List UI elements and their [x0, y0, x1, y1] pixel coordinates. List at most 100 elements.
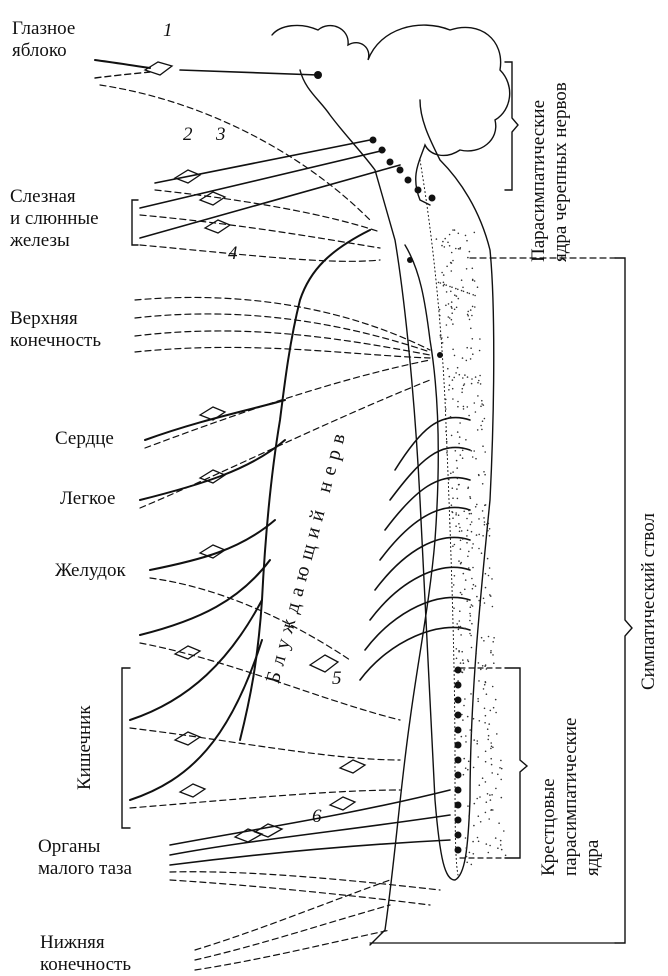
brain-outline	[272, 25, 510, 205]
sacral-nucleus-dot-2	[455, 682, 462, 689]
stipple-dot	[463, 406, 465, 408]
stipple-dot	[482, 445, 484, 447]
stipple-dot	[471, 578, 473, 580]
stipple-dot	[499, 767, 501, 769]
label-cranial-line-1: Парасимпатические	[528, 82, 550, 262]
stipple-dot	[503, 830, 505, 832]
stipple-dot	[473, 584, 475, 586]
label-glands-line-3: железы	[10, 230, 99, 252]
stipple-dot	[456, 295, 458, 297]
stipple-dot	[500, 840, 502, 842]
stipple-dot	[467, 659, 469, 661]
stipple-dot	[465, 735, 467, 737]
trunk-node-2	[437, 352, 443, 358]
stipple-dot	[484, 521, 486, 523]
sacral-nucleus-dot-6	[455, 742, 462, 749]
stipple-dot	[495, 712, 497, 714]
stipple-dot	[501, 797, 503, 799]
stipple-dot	[470, 358, 472, 360]
label-stomach: Желудок	[55, 560, 126, 582]
stipple-dot	[463, 408, 465, 410]
sacral-nucleus-dot-1	[455, 667, 462, 674]
stipple-dot	[500, 844, 502, 846]
sacral-nucleus-dot-10	[455, 802, 462, 809]
stipple-dot	[463, 758, 465, 760]
stipple-dot	[474, 232, 476, 234]
lower-limb-nerve-2	[195, 905, 390, 960]
stipple-dot	[441, 272, 443, 274]
stipple-dot	[449, 245, 451, 247]
eye-nerve-line	[95, 60, 150, 68]
stipple-dot	[484, 722, 486, 724]
stipple-dot	[465, 741, 467, 743]
stipple-dot	[462, 357, 464, 359]
stipple-dot	[458, 523, 460, 525]
stipple-dot	[471, 732, 473, 734]
stipple-dot	[467, 311, 469, 313]
stipple-dot	[478, 518, 480, 520]
stipple-dot	[485, 504, 487, 506]
stipple-dot	[484, 418, 486, 420]
stipple-dot	[480, 425, 482, 427]
label-glands-line-2: и слюнные	[10, 208, 99, 230]
stipple-dot	[476, 798, 478, 800]
stipple-dot	[481, 637, 483, 639]
stipple-dot	[458, 233, 460, 235]
stipple-dot	[485, 751, 487, 753]
stipple-dot	[497, 847, 499, 849]
stipple-dot	[449, 286, 451, 288]
stipple-dot	[452, 517, 454, 519]
pelvic-nerve-2	[170, 815, 450, 855]
stipple-dot	[446, 324, 448, 326]
sacral-nucleus-dot-9	[455, 787, 462, 794]
stipple-dot	[445, 431, 447, 433]
stipple-dot	[453, 377, 455, 379]
stipple-dot	[458, 248, 460, 250]
stipple-dot	[471, 315, 473, 317]
label-heart: Сердце	[55, 428, 114, 450]
label-upper-limb-line-2: конечность	[10, 330, 101, 352]
stipple-dot	[482, 665, 484, 667]
stipple-dot	[486, 801, 488, 803]
ganglion-sym-2	[330, 797, 355, 810]
label-cranial-line-2: ядра черепных нервов	[550, 82, 572, 262]
label-sacral-line-2: парасимпатические	[560, 718, 582, 876]
stipple-dot	[448, 303, 450, 305]
label-lower-limb-line-1: Нижняя	[40, 932, 131, 954]
stipple-dot	[470, 513, 472, 515]
stipple-dot	[477, 837, 479, 839]
stipple-dot	[457, 478, 459, 480]
stipple-dot	[475, 376, 477, 378]
stipple-dot	[490, 748, 492, 750]
stipple-dot	[455, 288, 457, 290]
stipple-dot	[457, 367, 459, 369]
stipple-dot	[455, 248, 457, 250]
stipple-dot	[468, 415, 470, 417]
stipple-dot	[461, 714, 463, 716]
stipple-dot	[472, 588, 474, 590]
stipple-dot	[440, 282, 442, 284]
stipple-dot	[451, 319, 453, 321]
stipple-dot	[479, 350, 481, 352]
stipple-dot	[451, 306, 453, 308]
stipple-dot	[466, 535, 468, 537]
stipple-dot	[489, 567, 491, 569]
stipple-dot	[451, 312, 453, 314]
stipple-dot	[473, 767, 475, 769]
stipple-dot	[451, 252, 453, 254]
stipple-dot	[487, 793, 489, 795]
stipple-dot	[458, 651, 460, 653]
stipple-dot	[458, 443, 460, 445]
stipple-dot	[466, 600, 468, 602]
stipple-dot	[443, 274, 445, 276]
stipple-dot	[440, 335, 442, 337]
stipple-dot	[485, 715, 487, 717]
intestine-nerve-3	[130, 640, 262, 800]
stipple-dot	[461, 736, 463, 738]
stipple-dot	[453, 607, 455, 609]
stipple-dot	[449, 384, 451, 386]
stipple-dot	[452, 545, 454, 547]
stipple-dot	[483, 471, 485, 473]
stipple-dot	[456, 460, 458, 462]
stipple-dot	[490, 758, 492, 760]
